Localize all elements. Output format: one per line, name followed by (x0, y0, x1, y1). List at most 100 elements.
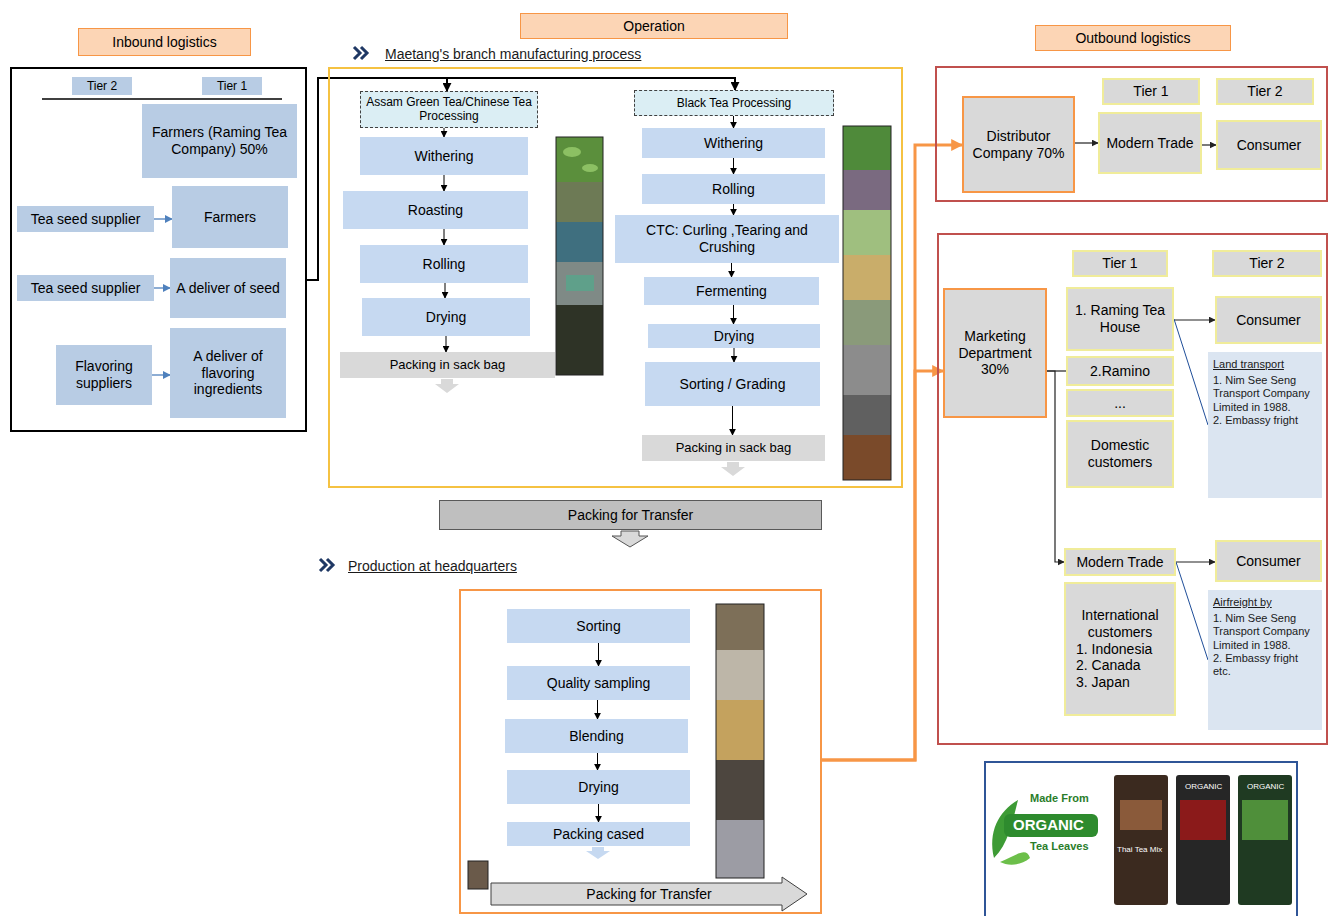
bag-text: ORGANIC (1185, 783, 1222, 792)
node-text: Assam Green Tea/Chinese Tea Processing (365, 95, 533, 124)
customer-box: 1. Raming Tea House (1066, 287, 1174, 351)
supplier-box: Farmers (Raming Tea Company) 50% (142, 104, 297, 178)
process-box: Packing cased (507, 822, 690, 846)
node-text: Quality sampling (547, 675, 651, 692)
connector (733, 116, 734, 128)
photo (468, 861, 488, 889)
node-text: 1. Indonesia (1070, 641, 1152, 658)
node-text: Sorting (576, 618, 620, 635)
logo-banner (1004, 814, 1098, 837)
photo (556, 137, 603, 182)
connector (731, 263, 732, 277)
node-text: Outbound logistics (1075, 30, 1190, 47)
node-text: Farmers (Raming Tea Company) 50% (146, 124, 293, 158)
photo-detail (582, 164, 598, 172)
channel-box: Marketing Department 30% (943, 288, 1047, 418)
section-header: Outbound logistics (1035, 25, 1231, 51)
transfer-bar: Packing for Transfer (439, 500, 822, 530)
transfer-arrow: Packing for Transfer (490, 876, 808, 912)
connector (733, 158, 734, 174)
node-text: 3. Japan (1070, 674, 1130, 691)
photo (843, 435, 891, 480)
photo (716, 700, 764, 760)
process-box: Drying (648, 324, 820, 348)
process-box: Fermenting (644, 277, 819, 305)
photo-frame (716, 604, 764, 878)
photo (843, 395, 891, 435)
connector (444, 229, 445, 245)
bag-text: ORGANIC (1247, 783, 1284, 792)
tier-label: Tier 1 (202, 77, 262, 95)
node-text: Roasting (408, 202, 463, 219)
node-text: Land transport (1213, 358, 1284, 371)
node-text: 1. Nim See Seng Transport Company Limite… (1213, 374, 1317, 414)
group-frame: Tier 2Tier 1Farmers (Raming Tea Company)… (10, 67, 307, 432)
node-text: Packing for Transfer (568, 507, 693, 524)
photo (843, 210, 891, 255)
photo (556, 305, 603, 375)
process-box: Rolling (642, 174, 825, 204)
node-text: Drying (578, 779, 618, 796)
node-text: Operation (623, 18, 684, 35)
node-text: Modern Trade (1106, 135, 1193, 152)
supplier-box: Tea seed supplier (17, 206, 154, 232)
process-box: Quality sampling (507, 666, 690, 700)
node-text: Tier 2 (1247, 83, 1282, 100)
photo-frame (556, 137, 603, 375)
customer-box: Domestic customers (1066, 420, 1174, 488)
process-box: Sorting (507, 609, 690, 643)
node-text: Drying (426, 309, 466, 326)
node-text: Domestic customers (1072, 437, 1168, 471)
process-box: Blending (505, 719, 688, 753)
logo-text: Tea Leaves (1030, 840, 1089, 852)
process-box: CTC: Curling ,Tearing and Crushing (615, 215, 839, 263)
connector (445, 283, 446, 298)
section-heading: Maetang's branch manufacturing process (385, 46, 641, 63)
process-box: Drying (362, 298, 530, 336)
node-text: 2.Ramino (1090, 363, 1150, 380)
node-text: A deliver of flavoring ingredients (174, 348, 282, 398)
connector (733, 204, 734, 215)
node-text: 1. Nim See Seng Transport Company Limite… (1213, 612, 1317, 652)
node-text: Packing cased (553, 826, 644, 843)
down-arrow (435, 379, 459, 393)
connector (597, 700, 598, 719)
customer-box: Consumer (1216, 120, 1322, 170)
connector (1176, 561, 1215, 562)
node-text: Tea seed supplier (31, 211, 141, 228)
arrow-outline (491, 877, 807, 911)
node-text: 2. Embassy fright (1213, 652, 1298, 665)
process-box: Sorting / Grading (645, 362, 820, 406)
customer-box: Modern Trade (1098, 112, 1202, 174)
chevron-icon (354, 47, 367, 59)
leaf-logo (1000, 852, 1030, 864)
node-text: International customers (1070, 607, 1170, 641)
node-text: Tier 1 (217, 79, 247, 93)
connector (1176, 562, 1208, 660)
node-text: Rolling (423, 256, 466, 273)
product-bag-detail (1242, 800, 1288, 840)
node-text: Consumer (1236, 312, 1301, 329)
connector (1047, 371, 1064, 562)
down-arrow (612, 531, 648, 547)
supplier-box: Flavoring suppliers (56, 345, 152, 405)
photo-detail (563, 147, 581, 157)
chevron-icon (320, 559, 333, 571)
node-text: Modern Trade (1076, 554, 1163, 571)
node-text: Rolling (712, 181, 755, 198)
connector (154, 218, 172, 219)
group-frame: Tier 1 Tier 2 Distributor Company 70% Moder… (935, 66, 1328, 202)
photo (843, 170, 891, 210)
transport-note: Airfreight by1. Nim See Seng Transport C… (1208, 590, 1322, 730)
section-header: Inbound logistics (78, 28, 251, 56)
node-text: Marketing Department 30% (949, 328, 1041, 378)
node-text: Consumer (1237, 137, 1302, 154)
supplier-box: Tea seed supplier (17, 275, 154, 301)
node-text: Tier 2 (1249, 255, 1284, 272)
tier-label: Tier 1 (1102, 78, 1200, 105)
process-box: Withering (642, 128, 825, 158)
product-bag (1176, 775, 1230, 905)
channel-box: Distributor Company 70% (962, 96, 1075, 193)
process-title: Assam Green Tea/Chinese Tea Processing (360, 91, 538, 128)
